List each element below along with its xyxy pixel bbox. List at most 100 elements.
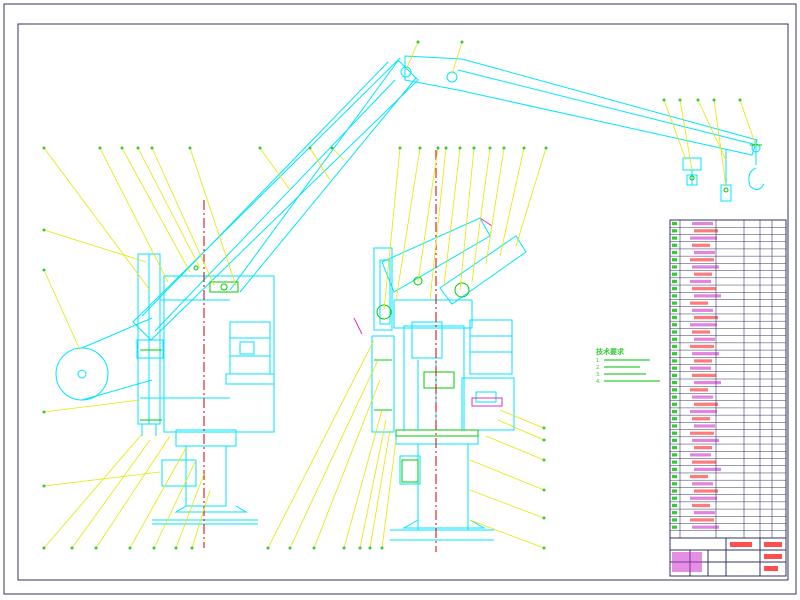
parts-list-cell-mark — [690, 409, 717, 414]
parts-list-cell-mark — [692, 265, 719, 269]
parts-list-index-mark — [672, 402, 677, 406]
parts-list-index-mark — [672, 359, 677, 363]
parts-list-cell-mark — [690, 344, 714, 349]
parts-list-cell-mark — [692, 525, 719, 529]
parts-list-index-mark — [672, 409, 677, 414]
parts-list-cell-mark — [692, 308, 713, 312]
boom-assembly — [132, 55, 758, 341]
drawing-frame — [3, 3, 797, 595]
parts-list-cell-mark — [694, 250, 715, 255]
parts-list-cell-mark — [690, 366, 711, 370]
parts-list-cell-mark — [690, 474, 708, 479]
parts-list-index-mark — [672, 511, 677, 515]
parts-list-cell-mark — [690, 431, 714, 435]
parts-list-index-mark — [672, 272, 677, 276]
parts-list-index-mark — [672, 344, 677, 349]
leader-balloon-dots — [42, 40, 742, 550]
right-view-green-details — [374, 276, 479, 483]
technical-notes-title: 技术要求 — [596, 347, 625, 356]
parts-list-cell-mark — [694, 511, 715, 515]
parts-list-index-mark — [672, 236, 677, 240]
parts-list-index-mark — [672, 496, 677, 500]
parts-list-index-mark — [672, 489, 677, 493]
right-view-magenta-hatch — [353, 217, 503, 407]
parts-list-cell-mark — [692, 373, 716, 377]
parts-list-cell-mark — [690, 279, 711, 284]
parts-list-cell-mark — [692, 352, 719, 356]
right-section-view — [371, 217, 527, 541]
parts-list-index-mark — [672, 315, 677, 320]
technical-note-line: 4. — [596, 379, 601, 385]
technical-note-line: 3. — [596, 372, 601, 378]
parts-list-cell-mark — [694, 294, 721, 298]
parts-list-cell-mark — [694, 381, 721, 385]
technical-note-line: 2. — [596, 365, 601, 371]
parts-list-cell-mark — [690, 323, 717, 327]
technical-notes: 技术要求 1. 2. 3. 4. — [596, 347, 660, 385]
parts-list-cell-mark — [692, 417, 710, 421]
parts-list-cell-mark — [690, 453, 711, 457]
parts-list-cell-mark — [692, 287, 716, 291]
parts-list-index-mark — [672, 395, 677, 399]
parts-list-index-mark — [672, 453, 677, 457]
hook-assembly — [682, 140, 765, 202]
parts-list-index-mark — [672, 258, 677, 262]
parts-list-index-mark — [672, 431, 677, 435]
parts-list-cell-mark — [694, 272, 712, 276]
parts-list-index-mark — [672, 308, 677, 312]
parts-list-cell-mark — [692, 460, 716, 464]
parts-list-index-mark — [672, 265, 677, 269]
parts-list-cell-mark — [694, 229, 718, 233]
parts-list-cell-mark — [690, 518, 714, 522]
parts-list-index-mark — [672, 518, 677, 522]
left-elevation-view — [55, 253, 275, 525]
parts-list-index-mark — [672, 438, 677, 443]
parts-list-cell-mark — [690, 236, 717, 240]
parts-list-cell-mark — [694, 489, 718, 493]
parts-list-index-mark — [672, 381, 677, 385]
parts-list-index-mark — [672, 474, 677, 479]
parts-list-index-mark — [672, 417, 677, 421]
parts-list-index-mark — [672, 373, 677, 377]
parts-list-index-mark — [672, 294, 677, 298]
technical-note-line: 1. — [596, 358, 601, 364]
parts-list-index-mark — [672, 352, 677, 356]
parts-list-index-mark — [672, 222, 677, 226]
parts-list-cell-mark — [690, 496, 717, 500]
parts-list-index-mark — [672, 446, 677, 450]
parts-list-cell-mark — [692, 438, 719, 443]
parts-list-cell-mark — [694, 337, 715, 341]
parts-list-cell-mark — [692, 222, 713, 226]
parts-list-cell-mark — [690, 301, 708, 305]
parts-list-cell-mark — [692, 243, 710, 247]
leader-lines — [43, 41, 757, 549]
parts-list-index-mark — [672, 366, 677, 370]
parts-list-index-mark — [672, 503, 677, 508]
parts-list-cell-mark — [694, 424, 715, 428]
title-block — [669, 537, 787, 577]
parts-list-index-mark — [672, 301, 677, 305]
parts-list-index-mark — [672, 467, 677, 471]
parts-list-cell-mark — [692, 482, 713, 486]
parts-list-index-mark — [672, 287, 677, 291]
parts-list-cell-mark — [694, 467, 721, 471]
parts-list-cell-mark — [692, 395, 713, 399]
parts-list-index-mark — [672, 229, 677, 233]
parts-list-index-mark — [672, 460, 677, 464]
parts-list-index-mark — [672, 279, 677, 284]
parts-list-index-mark — [672, 482, 677, 486]
parts-list-index-mark — [672, 424, 677, 428]
parts-list-cell-mark — [694, 402, 718, 406]
parts-list-cell-mark — [694, 359, 712, 363]
parts-list-cell-mark — [690, 258, 714, 262]
parts-list-cell-mark — [690, 388, 708, 392]
parts-list-index-mark — [672, 243, 677, 247]
parts-list-table — [669, 219, 787, 539]
parts-list-index-mark — [672, 337, 677, 341]
parts-list-cell-mark — [692, 330, 710, 334]
parts-list-cell-mark — [694, 446, 712, 450]
parts-list-index-mark — [672, 525, 677, 529]
parts-list-index-mark — [672, 323, 677, 327]
parts-list-cell-mark — [692, 503, 710, 508]
